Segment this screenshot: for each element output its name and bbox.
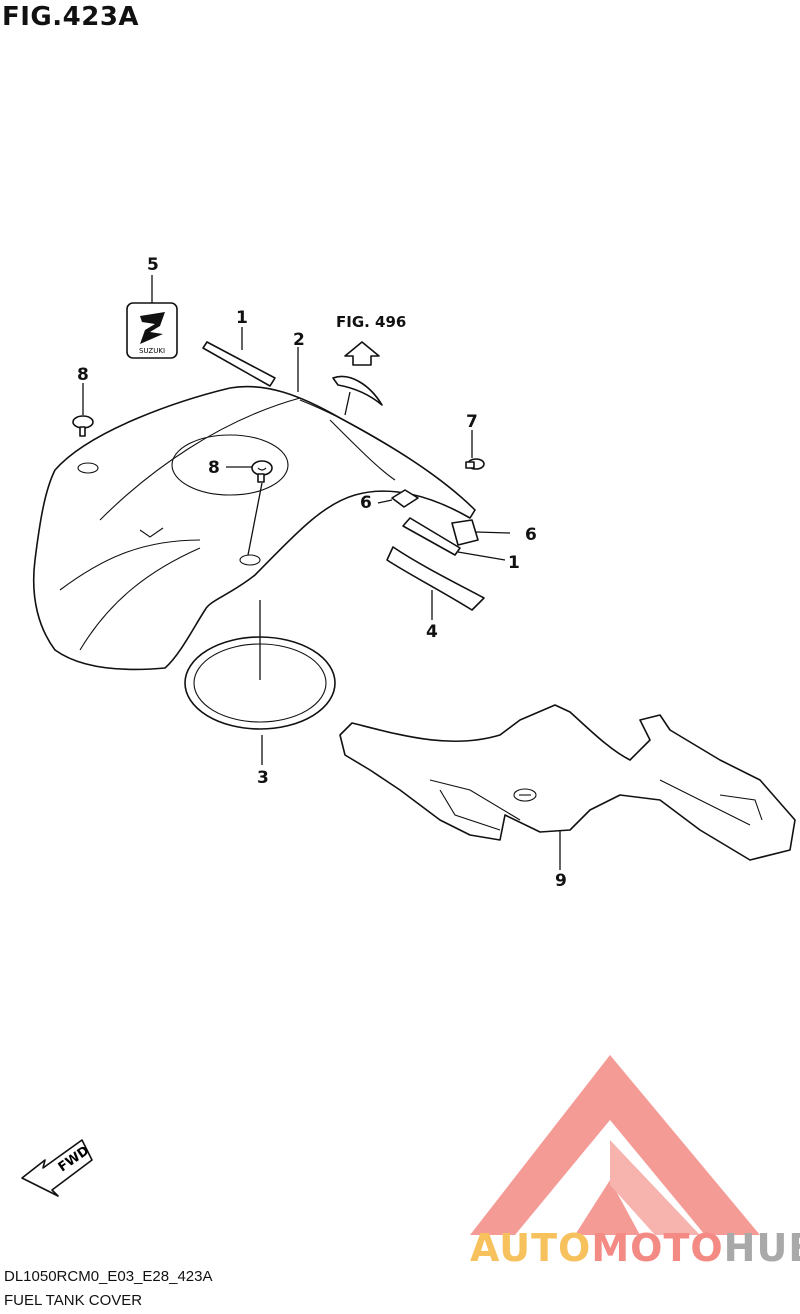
fwd-arrow-icon: FWD <box>21 1139 93 1197</box>
callout-8-center: 8 <box>208 458 220 478</box>
pad-part-upper <box>391 489 419 508</box>
callout-7: 7 <box>466 412 478 432</box>
callout-1-lower: 1 <box>508 553 520 573</box>
diagram-code: DL1050RCM0_E03_E28_423A <box>4 1268 213 1285</box>
callout-8-left: 8 <box>77 365 89 385</box>
emblem-text: SUZUKI <box>139 347 165 355</box>
strip-part-lower <box>402 517 461 556</box>
callout-6-right: 6 <box>525 525 537 545</box>
watermark-part-1: AUTO <box>470 1226 592 1270</box>
callout-4: 4 <box>426 622 438 642</box>
callout-1-upper: 1 <box>236 308 248 328</box>
watermark-part-2: MOTO <box>591 1226 724 1270</box>
seal-strip-part <box>386 546 485 611</box>
callout-2: 2 <box>293 330 305 350</box>
up-arrow-icon <box>344 341 380 366</box>
bolt-part-left <box>72 415 94 437</box>
watermark-logo-icon <box>470 1055 760 1235</box>
callout-9: 9 <box>555 871 567 891</box>
reference-bracket <box>332 375 383 406</box>
emblem-part: SUZUKI <box>126 302 178 359</box>
watermark-part-3: HUB <box>723 1226 800 1270</box>
callout-6-left: 6 <box>360 493 372 513</box>
bracket-part <box>339 704 796 861</box>
screw-part <box>465 458 485 470</box>
leader-lines <box>82 275 561 870</box>
callout-3: 3 <box>257 768 269 788</box>
diagram-name: FUEL TANK COVER <box>4 1292 143 1309</box>
watermark-text: AUTOMOTOHUB <box>470 1226 800 1270</box>
strip-part-upper <box>202 341 276 387</box>
fig-reference-label: FIG. 496 <box>336 313 406 331</box>
fuel-tank-cover-part <box>32 385 476 671</box>
figure-title: FIG.423A <box>2 2 140 32</box>
bolt-part-center <box>251 460 273 483</box>
callout-5: 5 <box>147 255 159 275</box>
pad-part-lower <box>451 519 479 546</box>
